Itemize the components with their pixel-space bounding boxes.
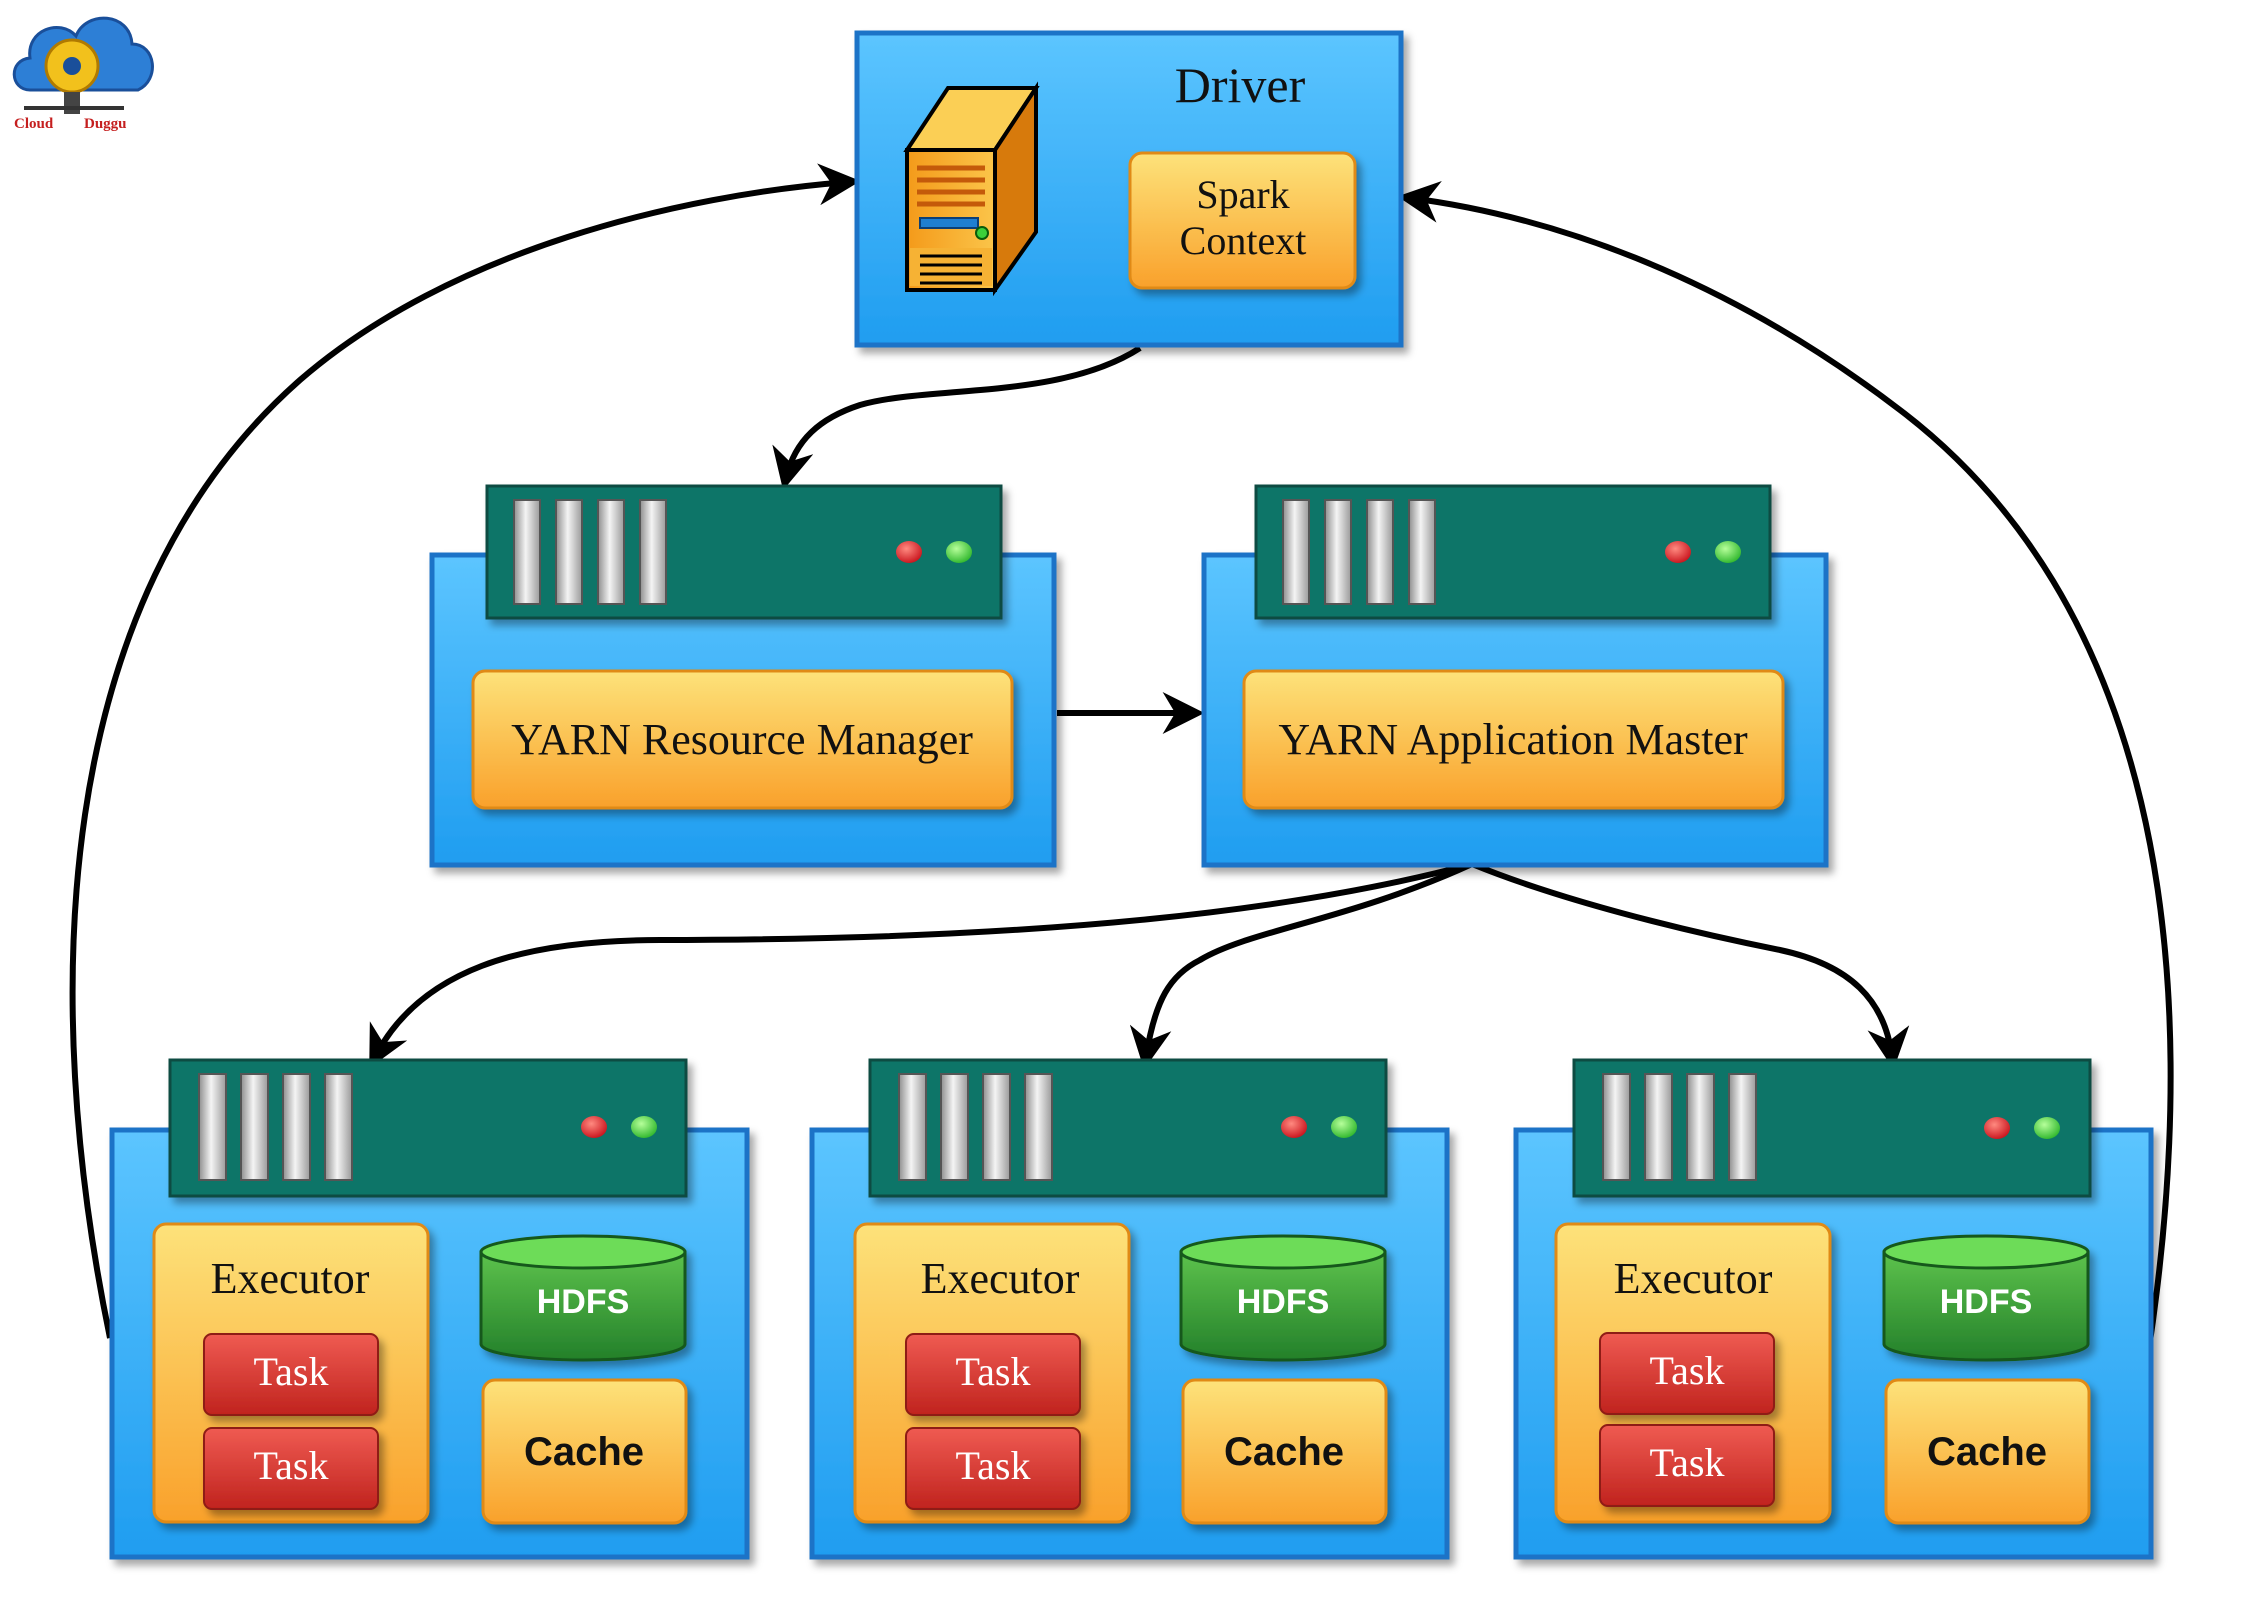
arrow-app-master-to-worker-1	[369, 861, 1473, 1069]
server-rack-icon	[485, 484, 1003, 620]
task-label: Task	[254, 1349, 329, 1394]
arrow-app-master-to-worker-3	[1470, 861, 1910, 1070]
logo-left-text: Cloud	[14, 116, 54, 132]
executor-label: Executor	[211, 1254, 370, 1303]
spark-context-line2: Context	[1180, 218, 1307, 263]
hdfs-label: HDFS	[1237, 1283, 1330, 1321]
task-box	[203, 1427, 379, 1510]
task-box	[203, 1333, 379, 1416]
arrow-driver-to-resource-manager	[772, 345, 1142, 491]
executor-label: Executor	[921, 1254, 1080, 1303]
cache-box	[1181, 1378, 1388, 1525]
hdfs-label: HDFS	[1940, 1283, 2033, 1321]
server-rack-icon	[1572, 1058, 2092, 1198]
task-label: Task	[956, 1349, 1031, 1394]
cache-label: Cache	[524, 1430, 644, 1474]
hdfs-cylinder-icon	[1179, 1234, 1387, 1362]
application-master-node: YARN Application Master	[1201, 484, 1829, 868]
logo-right-text: Duggu	[84, 116, 127, 132]
worker-node-2: Executor Task Task HDFS Cache	[809, 1058, 1450, 1560]
arrow-worker-3-to-driver	[1397, 180, 2174, 1356]
hdfs-label: HDFS	[537, 1283, 630, 1321]
cache-box	[1884, 1378, 2091, 1525]
worker-node-3: Executor Task Task HDFS Cache	[1513, 1058, 2154, 1560]
spark-context-box	[1128, 151, 1357, 290]
task-label: Task	[1650, 1348, 1725, 1393]
application-master-label: YARN Application Master	[1278, 715, 1748, 764]
driver-title: Driver	[1175, 57, 1306, 113]
task-box	[1599, 1424, 1775, 1507]
application-master-label-box	[1242, 669, 1785, 810]
arrow-app-master-to-worker-2	[1129, 861, 1474, 1070]
resource-manager-label: YARN Resource Manager	[511, 715, 973, 764]
arrow-worker-1-to-driver	[69, 163, 861, 1339]
worker-node-1: Executor Task Task HDFS Cache	[109, 1058, 750, 1560]
hdfs-cylinder-icon	[1882, 1234, 2090, 1362]
task-label: Task	[1650, 1440, 1725, 1485]
connector-arrows	[69, 163, 2174, 1356]
cache-label: Cache	[1927, 1430, 2047, 1474]
resource-manager-node: YARN Resource Manager	[429, 484, 1057, 868]
hdfs-cylinder-icon	[479, 1234, 687, 1362]
cloudduggu-logo: Cloud Duggu	[12, 16, 154, 132]
resource-manager-label-box	[471, 669, 1014, 810]
task-label: Task	[956, 1443, 1031, 1488]
spark-context-line1: Spark	[1196, 172, 1289, 217]
task-box	[905, 1427, 1081, 1510]
executor-label: Executor	[1614, 1254, 1773, 1303]
server-rack-icon	[1254, 484, 1772, 620]
server-rack-icon	[168, 1058, 688, 1198]
cache-box	[481, 1378, 688, 1525]
task-box	[1599, 1332, 1775, 1415]
task-box	[905, 1333, 1081, 1416]
cache-label: Cache	[1224, 1430, 1344, 1474]
server-rack-icon	[868, 1058, 1388, 1198]
task-label: Task	[254, 1443, 329, 1488]
server-tower-icon	[903, 81, 1040, 297]
driver-node: Driver Spark Context	[854, 30, 1404, 348]
